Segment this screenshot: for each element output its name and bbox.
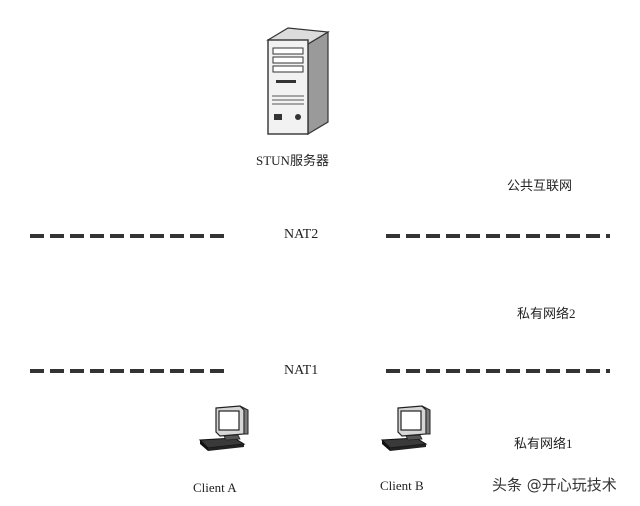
private-network1-label: 私有网络1 xyxy=(514,436,573,451)
computer-icon xyxy=(376,404,436,454)
stun-server-label: STUN服务器 xyxy=(256,153,329,168)
nat2-label: NAT2 xyxy=(284,227,319,242)
client-a-label: Client A xyxy=(193,480,237,495)
nat1-label: NAT1 xyxy=(284,363,319,378)
watermark: 头条 @开心玩技术 xyxy=(492,476,617,494)
computer-icon xyxy=(194,404,254,454)
client-b-label: Client B xyxy=(380,478,424,493)
public-network-label: 公共互联网 xyxy=(507,178,573,193)
private-network2-label: 私有网络2 xyxy=(517,306,576,321)
server-tower-icon xyxy=(262,26,332,138)
